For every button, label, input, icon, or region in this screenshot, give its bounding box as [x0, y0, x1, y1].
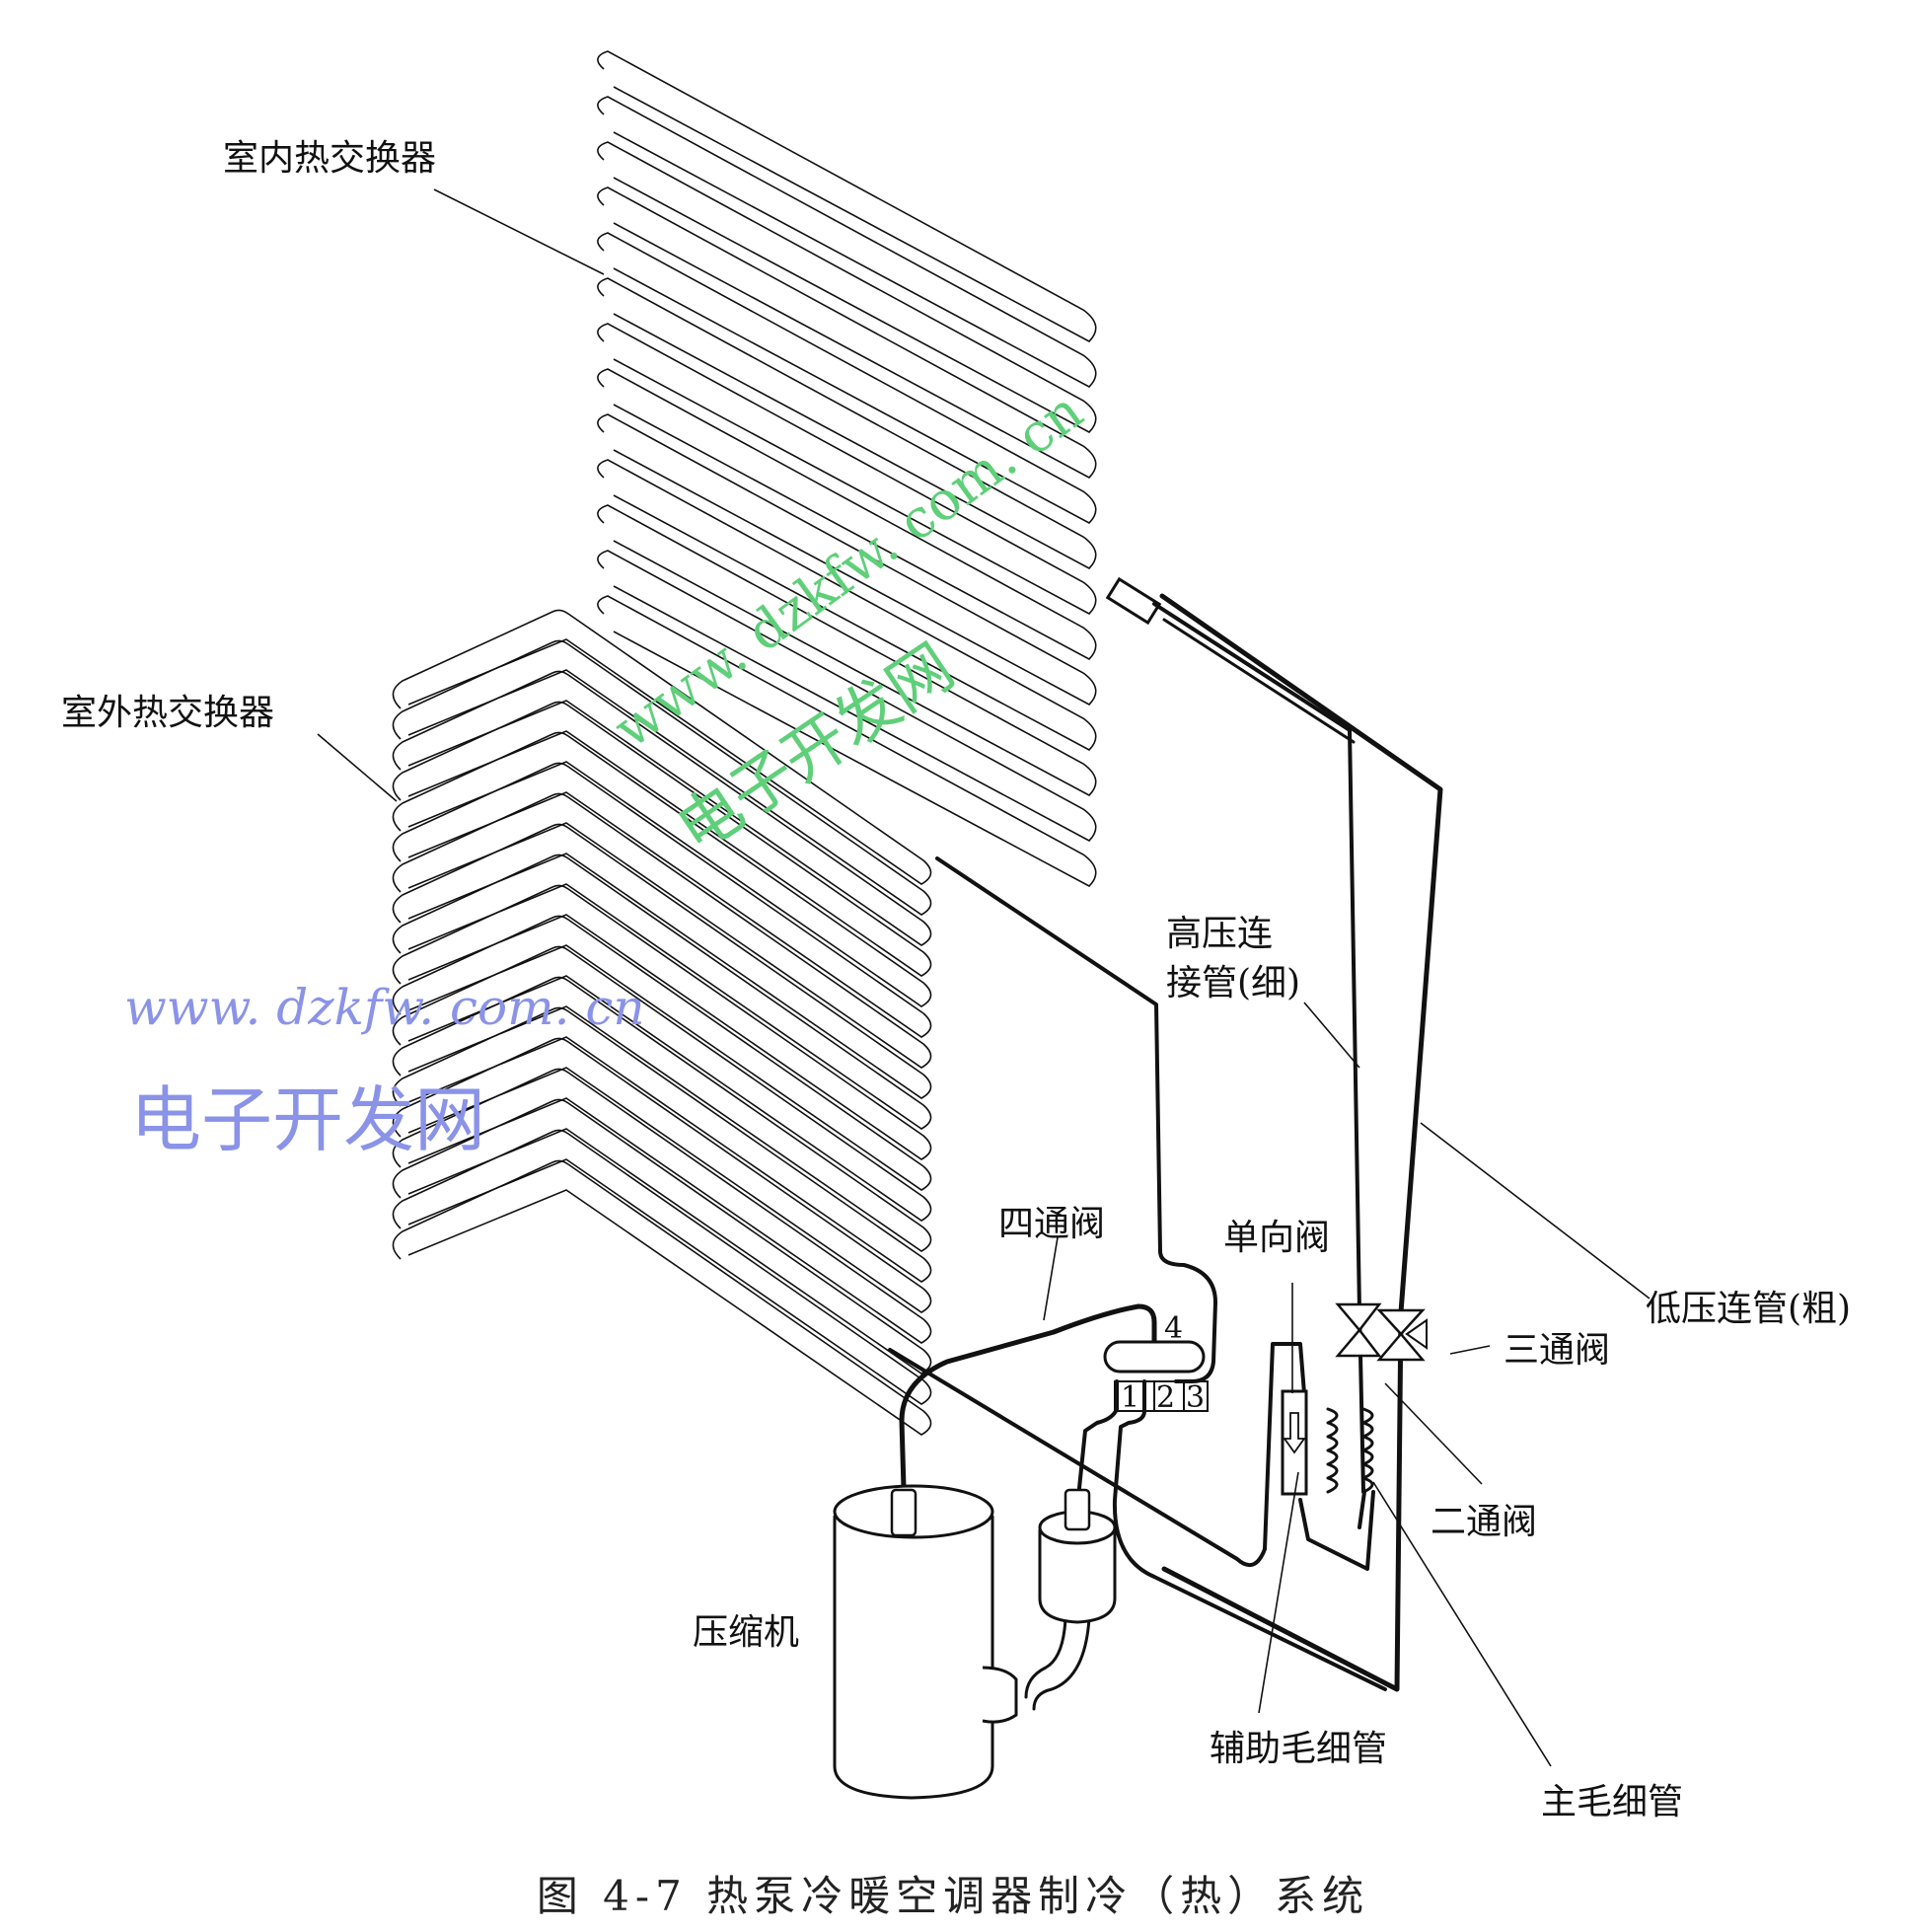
indoor-coil-tube [597, 504, 1097, 796]
labels: 室内热交换器 室外热交换器 高压连 接管(细) 四通阀 单向阀 低压连管(粗) … [61, 138, 1851, 1822]
outdoor-coil-tube [392, 1129, 932, 1405]
indoor-coil-tube [597, 277, 1097, 569]
port-label-1: 1 [1121, 1380, 1139, 1415]
compressor [833, 1484, 1018, 1800]
outdoor-coil-tube [392, 792, 932, 1069]
outdoor-coil-tube [392, 609, 932, 885]
aux-capillary-coil [1326, 1407, 1339, 1494]
indoor-coil-tube [597, 368, 1097, 660]
outdoor-coil-tube [392, 915, 932, 1191]
three-way-valve [1376, 1308, 1428, 1362]
outdoor-coil-tube [392, 1068, 932, 1344]
outdoor-coil-tube [392, 823, 932, 1099]
outdoor-coil-tube [392, 945, 932, 1222]
indoor-coil-tube [597, 459, 1097, 751]
outdoor-coil-tube [392, 670, 932, 946]
accumulator [1038, 1488, 1117, 1624]
label-indoor-hx: 室内热交换器 [223, 138, 436, 179]
outdoor-coil-tube [392, 1098, 932, 1375]
fourway-port2-pipe [1112, 1379, 1387, 1691]
two-way-valve [1335, 1302, 1382, 1358]
label-main-capillary: 主毛细管 [1541, 1782, 1683, 1822]
label-hp-pipe-line1: 高压连 [1166, 914, 1273, 954]
indoor-hx-header [1105, 576, 1162, 626]
watermark-url-horizontal: www. dzkfw. com. cn [124, 979, 645, 1036]
outdoor-coil-tube [392, 1037, 932, 1313]
outdoor-coil-tube [392, 1006, 932, 1283]
port-label-2: 2 [1156, 1380, 1175, 1415]
check-valve [1281, 1389, 1308, 1496]
indoor-coil-tube [597, 323, 1097, 615]
indoor-coil-tube [597, 141, 1097, 433]
label-three-way-valve: 三通阀 [1504, 1330, 1610, 1371]
watermarks: www. dzkfw. com. cn 电子开发网 www. dzkfw. co… [124, 380, 1094, 1161]
main-capillary-coil [1361, 1407, 1374, 1494]
label-four-way-valve: 四通阀 [998, 1204, 1105, 1244]
indoor-coil-tube [597, 232, 1097, 524]
indoor-coil-tube [597, 595, 1097, 887]
port-label-3: 3 [1186, 1380, 1205, 1415]
compressor-discharge-pipe [899, 1303, 1157, 1491]
label-two-way-valve: 二通阀 [1431, 1502, 1537, 1542]
outdoor-heat-exchanger-coil [392, 609, 932, 1436]
outdoor-coil-tube [392, 854, 932, 1130]
label-lp-pipe: 低压连管(粗) [1646, 1289, 1851, 1329]
label-aux-capillary: 辅助毛细管 [1210, 1729, 1387, 1769]
suction-pipe [1024, 1616, 1067, 1699]
high-pressure-pipe [1152, 602, 1366, 1529]
label-check-valve: 单向阀 [1223, 1218, 1330, 1258]
coil-bottom-pipe [888, 1342, 1375, 1571]
label-compressor: 压缩机 [693, 1612, 799, 1653]
outdoor-coil-tube [392, 731, 932, 1007]
leader-lines [317, 188, 1651, 1767]
indoor-coil-tube [597, 550, 1097, 842]
indoor-coil-tube [597, 96, 1097, 388]
outdoor-coil-tube [392, 884, 932, 1160]
outdoor-coil-tube [392, 762, 932, 1038]
port-label-4: 4 [1164, 1311, 1183, 1346]
indoor-coil-tube [597, 413, 1097, 706]
label-outdoor-hx: 室外热交换器 [61, 693, 274, 733]
indoor-heat-exchanger-coil [597, 50, 1097, 887]
indoor-coil-tube [597, 50, 1097, 342]
outdoor-coil-tube [392, 1159, 932, 1436]
outdoor-coil-tube [392, 701, 932, 977]
figure-caption: 图 4-7 热泵冷暖空调器制冷（热）系统 [537, 1872, 1369, 1920]
label-hp-pipe-line2: 接管(细) [1166, 963, 1300, 1003]
outdoor-to-fourway-pipe [935, 856, 1217, 1383]
watermark-name-horizontal: 电子开发网 [130, 1078, 485, 1161]
indoor-coil-tube [597, 186, 1097, 479]
four-way-valve: 1 2 3 4 [1103, 1311, 1209, 1415]
low-pressure-pipe [1159, 593, 1443, 1692]
outdoor-coil-tube [392, 639, 932, 916]
fourway-to-accumulator-pipe [1077, 1379, 1119, 1490]
outdoor-coil-tube [392, 976, 932, 1252]
